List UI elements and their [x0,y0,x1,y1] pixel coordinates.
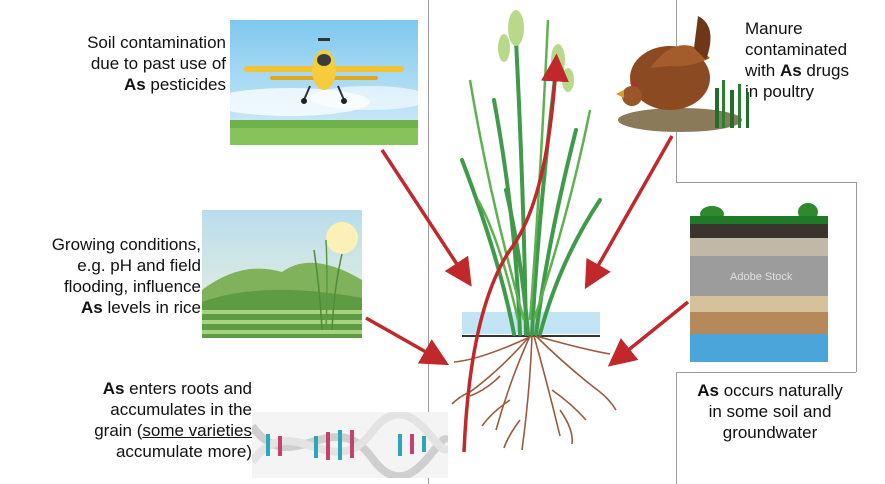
arrow-manure [590,136,672,280]
arrow-pesticides [382,150,466,278]
rice-grain-heads [498,10,574,92]
rice-leaves [470,20,590,320]
arrows [366,64,688,452]
arrow-natural [616,302,688,360]
rice-roots [452,336,616,450]
arrow-growing [366,318,440,360]
